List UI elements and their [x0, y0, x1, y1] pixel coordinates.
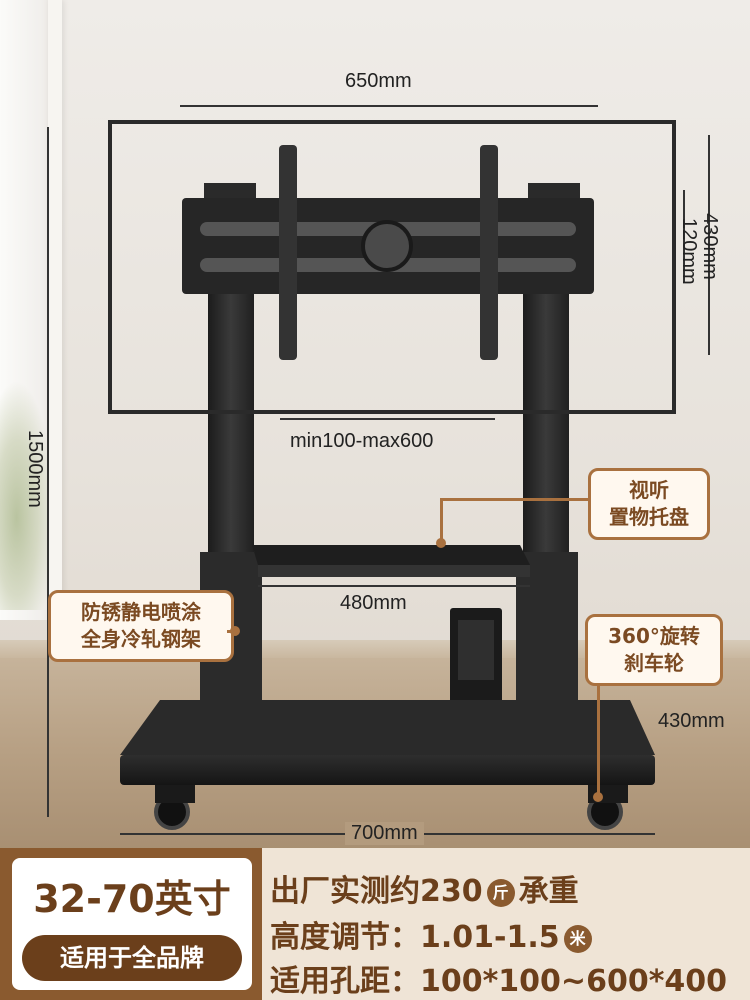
stand-base-front	[120, 755, 655, 785]
height-spec-text: 高度调节：1.01-1.5	[270, 920, 560, 955]
meter-unit-badge: 米	[563, 924, 592, 953]
vesa-range-line	[280, 418, 495, 420]
wheel-left-bracket	[155, 785, 195, 803]
tray-connector-dot	[436, 538, 446, 548]
base-depth-label: 430mm	[658, 710, 725, 732]
vesa-arm-right	[480, 145, 498, 360]
hole-spec: 适用孔距：100*100~600*400	[270, 964, 728, 999]
vesa-range-label: min100-max600	[290, 430, 434, 452]
top-width-label: 650mm	[345, 70, 412, 92]
screen-area-outline	[108, 120, 676, 414]
wheel-callout-line1: 360°旋转	[608, 624, 700, 648]
box-height-line	[708, 135, 710, 355]
top-width-line	[180, 105, 598, 107]
total-height-line	[47, 127, 49, 817]
tv-stand-illustration	[120, 145, 655, 830]
tray-connector-h	[440, 498, 590, 501]
av-tray-front	[258, 565, 530, 577]
vesa-arm-left	[279, 145, 297, 360]
screen-size-text: 32-70英寸	[33, 877, 231, 921]
tray-connector-v	[440, 498, 443, 542]
frame-connector-dot	[230, 626, 240, 636]
stand-base	[120, 700, 655, 755]
frame-callout-line2: 全身冷轧钢架	[81, 627, 201, 651]
tray-callout: 视听 置物托盘	[588, 468, 710, 540]
load-spec-suffix: 承重	[518, 874, 579, 909]
av-tray	[252, 545, 530, 565]
wheel-connector-dot	[593, 792, 603, 802]
wheel-callout-line2: 刹车轮	[624, 651, 684, 675]
pc-tower-panel	[458, 620, 494, 680]
tray-width-line	[258, 585, 530, 587]
wheel-callout: 360°旋转 刹车轮	[585, 614, 723, 686]
plate-height-label: 120mm	[678, 218, 700, 285]
plate-height-line	[683, 190, 685, 282]
mount-center-hole	[361, 220, 413, 272]
plant-decoration	[0, 380, 55, 610]
tray-callout-line1: 视听	[629, 478, 669, 502]
base-width-label: 700mm	[345, 822, 424, 845]
total-height-label: 1500mm	[24, 430, 46, 508]
window-frame	[48, 0, 62, 690]
frame-callout: 防锈静电喷涂 全身冷轧钢架	[48, 590, 234, 662]
tray-callout-line2: 置物托盘	[609, 505, 689, 529]
jin-unit-badge: 斤	[486, 878, 515, 907]
box-height-label: 430mm	[698, 213, 721, 280]
tray-width-label: 480mm	[340, 592, 407, 614]
brand-compat-badge: 适用于全品牌	[22, 935, 242, 981]
load-spec-prefix: 出厂实测约230	[270, 874, 483, 909]
frame-callout-line1: 防锈静电喷涂	[81, 600, 201, 624]
wheel-connector	[597, 684, 600, 796]
